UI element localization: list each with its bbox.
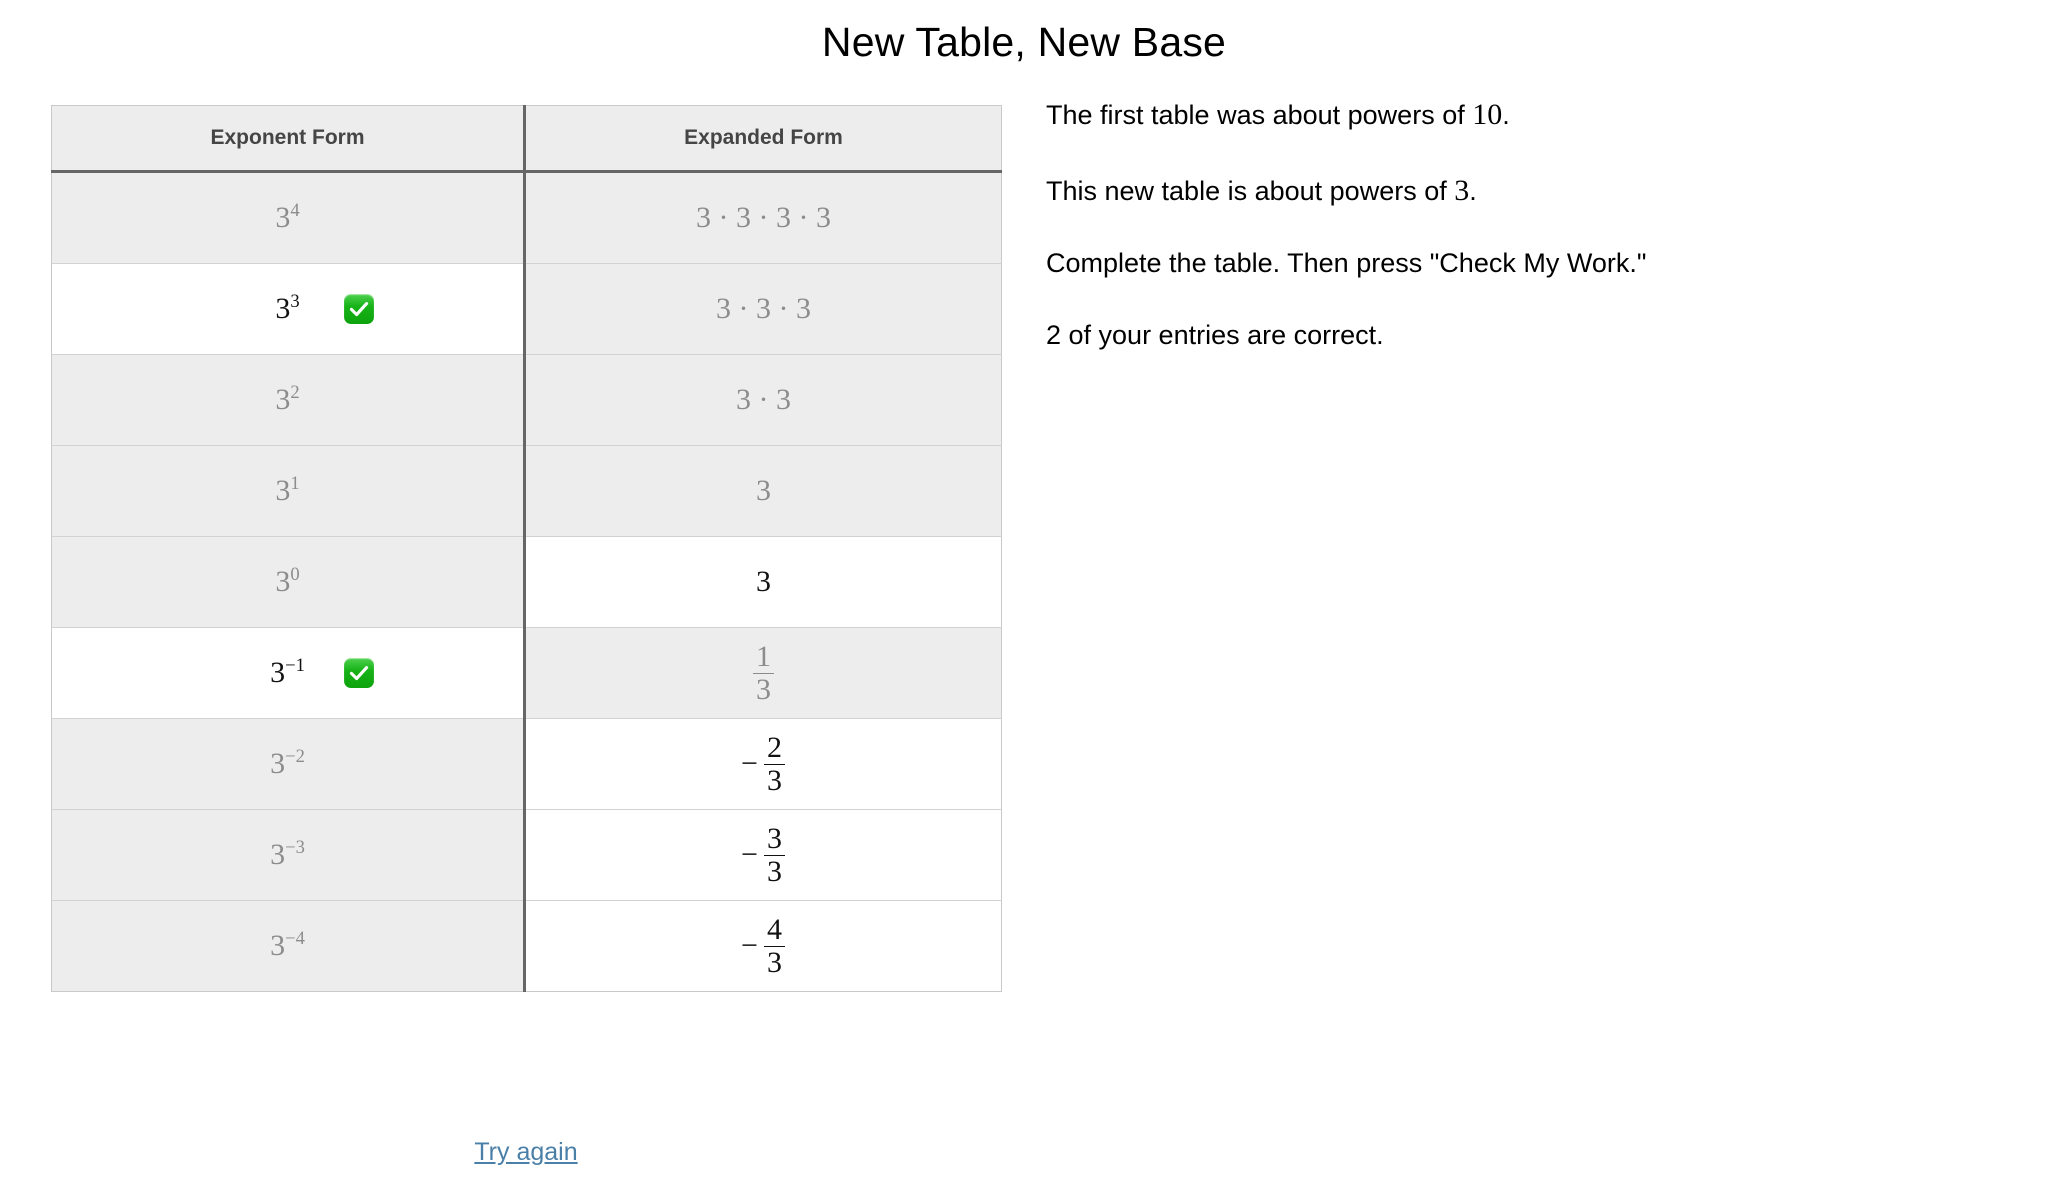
- exponent-form-cell: 32: [51, 354, 525, 446]
- prompt-line-2-text: This new table is about powers of: [1046, 175, 1455, 206]
- expanded-form-cell[interactable]: 3: [523, 536, 1002, 628]
- prompt-line-1-text: The first table was about powers of: [1046, 100, 1473, 130]
- exponent-form-cell: 3−4: [51, 900, 525, 992]
- exponent-form-cell: 3−3: [51, 809, 525, 901]
- prompt-line-3: Complete the table. Then press "Check My…: [1046, 248, 1647, 278]
- table-row: 30 3: [51, 536, 1002, 628]
- expanded-form-cell: 3 · 3 · 3 · 3: [523, 171, 1002, 264]
- exponent-expression: 3−1: [270, 655, 305, 689]
- column-header-expanded-form: Expanded Form: [523, 105, 1002, 173]
- expanded-product: 3 · 3: [736, 383, 791, 416]
- exponent-expression: 3−2: [270, 746, 305, 780]
- fraction-sign: −: [741, 929, 758, 962]
- exponent-form-cell: 31: [51, 445, 525, 537]
- table-header-row: Exponent Form Expanded Form: [51, 105, 1002, 173]
- footer: Try again: [51, 1138, 1001, 1167]
- prompt-line-1: The first table was about powers of 10.: [1046, 96, 1946, 134]
- try-again-link[interactable]: Try again: [474, 1138, 578, 1166]
- expanded-form-cell: 3: [523, 445, 1002, 537]
- exponent-form-cell: 30: [51, 536, 525, 628]
- exponent-expression: 31: [275, 473, 300, 507]
- fraction-denominator: 3: [756, 672, 771, 706]
- fraction-sign: −: [741, 838, 758, 871]
- exponent-expression: 3−4: [270, 928, 305, 962]
- page-title: New Table, New Base: [821, 19, 1227, 65]
- prompt-line-1-number: 10: [1472, 98, 1503, 131]
- fraction-denominator: 3: [766, 763, 782, 797]
- fraction-numerator: 3: [763, 823, 785, 856]
- exponent-expression: 3−3: [270, 837, 305, 871]
- prompt-line-1-period: .: [1502, 100, 1510, 130]
- fraction-numerator: 4: [763, 914, 785, 947]
- fraction-denominator: 3: [766, 945, 782, 979]
- table-head: Exponent Form Expanded Form: [51, 105, 1002, 173]
- prompt-line-4-score: 2 of your entries are correct.: [1046, 319, 1384, 350]
- prompt-line-2-number: 3: [1454, 173, 1470, 207]
- table-row: 31 3: [51, 445, 1002, 537]
- prompt-line-2-period: .: [1469, 175, 1477, 206]
- check-mark-button-icon: [344, 294, 375, 324]
- exponent-form-cell[interactable]: 33: [51, 263, 525, 355]
- expanded-product: 3: [756, 474, 771, 507]
- exponent-expression: 32: [275, 382, 300, 416]
- exponent-form-cell: 34: [51, 171, 525, 264]
- exponent-expression: 33: [275, 291, 300, 325]
- fraction-numerator: 1: [753, 641, 774, 674]
- exponent-form-cell[interactable]: 3−1: [51, 627, 525, 719]
- table-row: 33 3 · 3 · 3: [51, 263, 1002, 355]
- expanded-form-cell: 3 · 3: [523, 354, 1002, 446]
- fraction-denominator: 3: [766, 854, 782, 888]
- prompt-line-2: This new table is about powers of 3.: [1046, 172, 1946, 210]
- expanded-product: 3: [756, 565, 771, 598]
- exponent-form-cell: 3−2: [51, 718, 525, 810]
- expanded-form-cell: 3 · 3 · 3: [523, 263, 1002, 355]
- column-header-exponent-form: Exponent Form: [51, 105, 525, 173]
- table-row: 32 3 · 3: [51, 354, 1002, 446]
- prompt-panel: The first table was about powers of 10. …: [1046, 96, 1946, 353]
- fraction-numerator: 2: [763, 732, 785, 765]
- fraction-sign: −: [741, 747, 758, 780]
- check-mark-button-icon: [344, 658, 375, 688]
- table-row: 34 3 · 3 · 3 · 3: [51, 171, 1002, 264]
- exponent-expression: 34: [275, 200, 300, 234]
- exponent-expression: 30: [275, 564, 300, 598]
- expanded-product: 3 · 3 · 3: [716, 292, 811, 325]
- expanded-product: 3 · 3 · 3 · 3: [696, 201, 831, 234]
